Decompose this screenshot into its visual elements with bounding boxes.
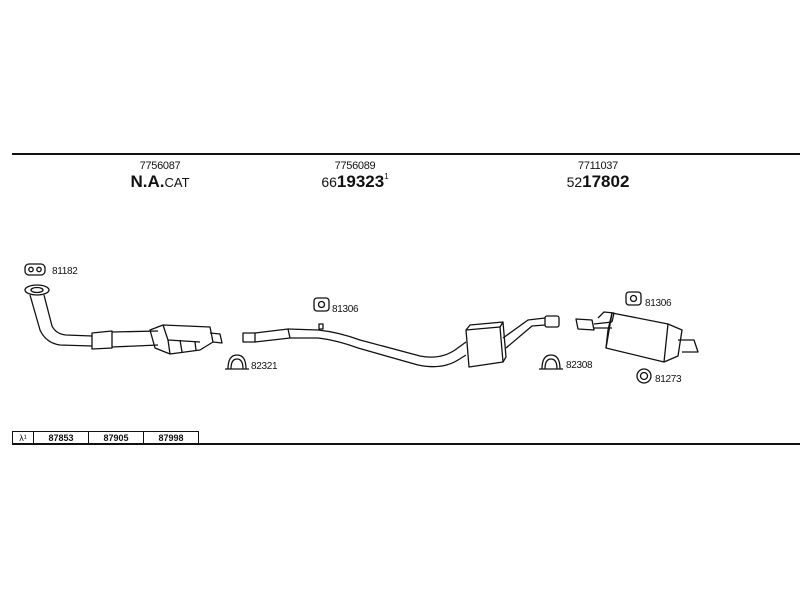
part-code: 66193231 xyxy=(290,172,420,192)
bottom-divider xyxy=(12,443,800,445)
clamp-right-icon xyxy=(539,354,563,370)
part-number: 7756087 xyxy=(139,160,181,172)
lambda-symbol: λ¹ xyxy=(12,431,34,444)
code-main: 19323 xyxy=(336,172,385,191)
callout-ring-rear: 81273 xyxy=(655,374,682,385)
part-code: 5217802 xyxy=(533,172,663,192)
callout-gasket: 81182 xyxy=(52,266,78,277)
parts-code: 87853 xyxy=(33,431,89,444)
gasket-icon xyxy=(24,263,46,276)
callout-hanger-rear: 81306 xyxy=(645,298,672,309)
parts-code: 87905 xyxy=(88,431,144,444)
callout-clamp-left: 82321 xyxy=(251,361,278,372)
top-divider xyxy=(12,153,800,155)
clamp-left-icon xyxy=(225,354,249,370)
part-number: 7756089 xyxy=(334,160,376,172)
code-main: 17802 xyxy=(582,172,630,191)
section-middle-pipe: 7756089 66193231 xyxy=(290,160,420,192)
section-rear-muffler: 7711037 5217802 xyxy=(533,160,663,192)
front-flange-icon xyxy=(24,284,50,296)
catalytic-converter xyxy=(149,324,223,355)
middle-pipe xyxy=(242,323,467,368)
callout-clamp-right: 82308 xyxy=(566,360,593,371)
rear-muffler xyxy=(575,311,699,363)
hanger-mid-icon xyxy=(313,297,330,312)
section-front-cat: 7756087 N.A.CAT xyxy=(95,160,225,192)
parts-table-row: λ¹ 87853 87905 87998 xyxy=(12,431,199,444)
name-bold: N.A. xyxy=(130,172,165,191)
code-superscript: 1 xyxy=(384,172,389,181)
code-prefix: 52 xyxy=(566,174,583,190)
hanger-rear-icon xyxy=(625,291,642,306)
part-number: 7711037 xyxy=(578,160,618,172)
ring-rear-icon xyxy=(636,368,652,384)
center-muffler xyxy=(465,315,560,368)
code-prefix: 66 xyxy=(321,174,337,190)
part-name: N.A.CAT xyxy=(95,172,225,192)
front-sleeve xyxy=(91,330,113,350)
parts-code: 87998 xyxy=(143,431,199,444)
name-normal: CAT xyxy=(164,175,190,190)
front-downpipe xyxy=(29,294,93,347)
callout-hanger-mid: 81306 xyxy=(332,304,359,315)
